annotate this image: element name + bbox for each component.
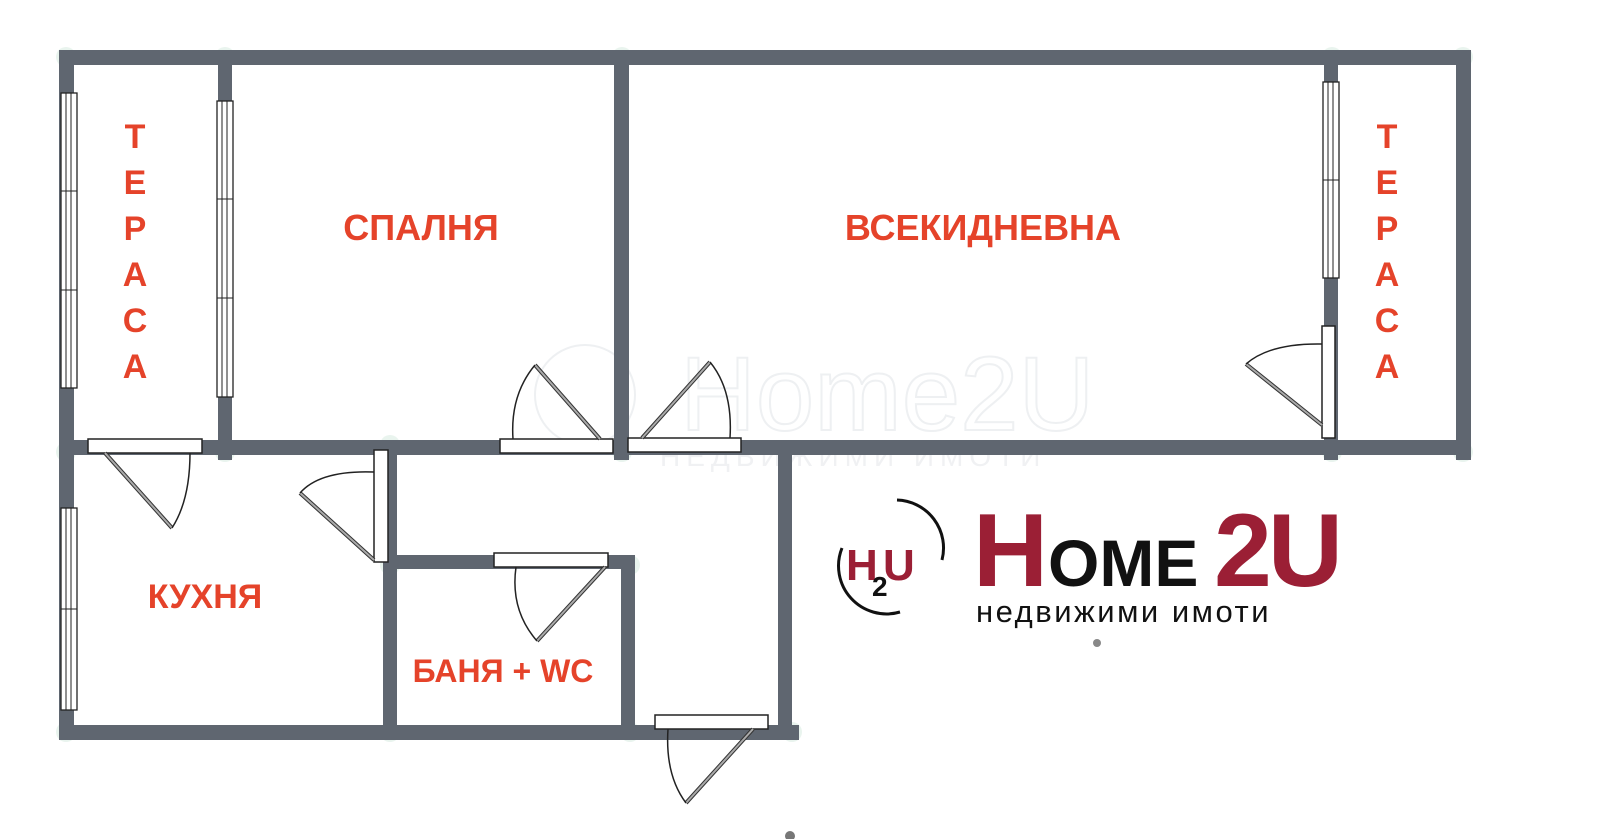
window-kitchen — [60, 507, 78, 711]
svg-text:Р: Р — [124, 210, 147, 248]
door-bathroom — [493, 552, 609, 643]
svg-text:С: С — [1375, 302, 1400, 340]
logo-brand-h: H — [973, 493, 1048, 609]
logo-badge-icon: H U 2 — [837, 498, 946, 616]
label-kitchen: КУХНЯ — [148, 578, 262, 616]
svg-text:2: 2 — [872, 571, 888, 602]
door-kitchen-terrace — [87, 438, 203, 530]
svg-text:Р: Р — [1376, 210, 1399, 248]
label-terrace-right: Т Е Р А С А — [1375, 118, 1400, 386]
window-living-terrace — [1322, 81, 1340, 279]
svg-text:А: А — [123, 348, 148, 386]
logo-dot — [1093, 639, 1101, 647]
svg-text:Е: Е — [1376, 164, 1399, 202]
logo-brand-2u: 2U — [1214, 493, 1339, 609]
door-kitchen — [298, 449, 389, 563]
label-living-room: ВСЕКИДНЕВНА — [845, 207, 1121, 248]
svg-text:А: А — [1375, 348, 1400, 386]
room-labels: Т Е Р А С А СПАЛНЯ ВСЕКИДНЕВНА Т Е Р А С… — [123, 118, 1400, 689]
logo-brand-ome: OME — [1048, 526, 1198, 600]
window-terrace-left-outer — [60, 92, 78, 389]
svg-text:А: А — [123, 256, 148, 294]
svg-text:U: U — [883, 541, 915, 590]
home2u-logo: H U 2 H OME 2U недвижими имоти — [837, 493, 1343, 647]
window-bedroom-terrace — [216, 100, 234, 398]
page-indicator-dot — [785, 831, 795, 839]
label-bathroom: БАНЯ + WC — [413, 653, 594, 689]
door-entrance — [654, 714, 769, 805]
svg-text:Т: Т — [125, 118, 146, 156]
svg-text:Е: Е — [124, 164, 147, 202]
svg-text:Т: Т — [1377, 118, 1398, 156]
label-bedroom: СПАЛНЯ — [343, 207, 498, 248]
svg-text:А: А — [1375, 256, 1400, 294]
watermark-brand: Home2U — [680, 336, 1094, 453]
door-bedroom — [499, 363, 614, 454]
svg-text:H: H — [846, 541, 878, 590]
label-terrace-left: Т Е Р А С А — [123, 118, 148, 386]
svg-text:С: С — [123, 302, 148, 340]
logo-tagline: недвижими имоти — [976, 594, 1271, 629]
windows — [60, 81, 1340, 711]
doors — [87, 325, 1336, 805]
door-living-room — [627, 360, 742, 453]
door-terrace-right — [1244, 325, 1336, 439]
